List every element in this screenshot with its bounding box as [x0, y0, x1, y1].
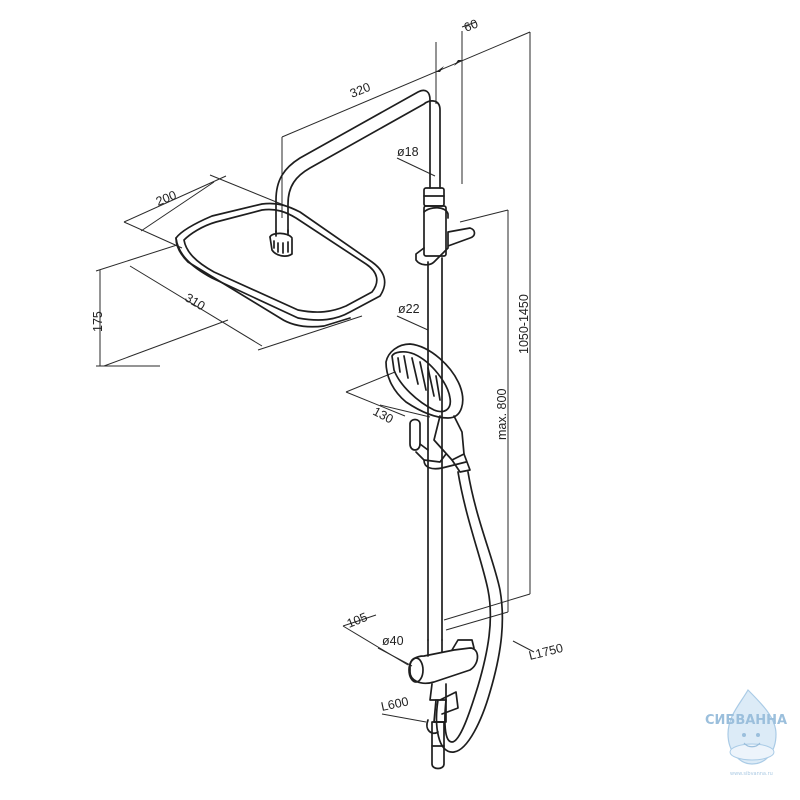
- dim-arm-length: 320: [348, 80, 373, 101]
- dim-rail-length: L600: [380, 694, 410, 713]
- dimension-labels: 320 60 200 310 175 ø18 ø22 1050-1450 max…: [91, 17, 564, 714]
- shower-hose: [435, 471, 504, 753]
- watermark-brand: СИБВАННА: [705, 713, 787, 728]
- dimension-lines: [95, 21, 535, 723]
- dim-upper-tube-diameter: ø18: [397, 145, 419, 159]
- handset-holder: [409, 418, 467, 470]
- riser-pipe: [415, 187, 476, 641]
- dim-head-depth: 200: [154, 188, 179, 209]
- watermark-url: www.sibvanna.ru: [730, 771, 773, 777]
- dim-head-width: 310: [182, 291, 207, 314]
- dim-mixer-projection: 105: [345, 610, 370, 631]
- hand-shower: [385, 343, 471, 473]
- shower-arm: [275, 89, 441, 233]
- watermark-logo: СИБВАННА www.sibvanna.ru: [705, 689, 787, 777]
- dim-wall-offset: 60: [462, 17, 480, 35]
- mixer-valve: [408, 639, 479, 770]
- dim-handset-slide: max. 800: [495, 389, 509, 440]
- dim-hose-length: L1750: [527, 641, 564, 663]
- dim-head-height: 175: [91, 311, 105, 332]
- dim-mixer-diameter: ø40: [382, 634, 404, 648]
- dim-lower-tube-diameter: ø22: [398, 302, 420, 316]
- rain-shower-head: [175, 202, 386, 328]
- dim-overall-height: 1050-1450: [517, 294, 531, 354]
